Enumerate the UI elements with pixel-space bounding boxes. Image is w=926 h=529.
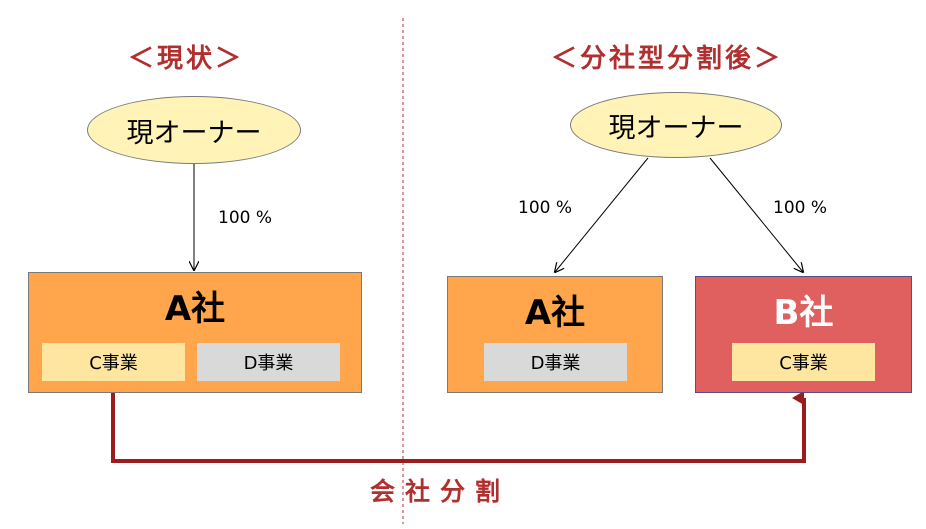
owner-ellipse-right: 現オーナー (570, 92, 782, 158)
ownership-arrow-right-b (709, 157, 803, 272)
business-d-current: D事業 (197, 343, 340, 381)
ownership-pct-left: 100 % (218, 208, 273, 228)
company-a-current-name: A社 (164, 289, 226, 329)
owner-label-right: 現オーナー (608, 112, 744, 144)
company-b-after-name: B社 (773, 293, 834, 333)
business-d-after: D事業 (484, 343, 627, 381)
split-label: 会社分割 (370, 477, 511, 506)
company-b-after: B社 C事業 (695, 276, 912, 393)
split-arrow (111, 382, 806, 463)
business-c-after: C事業 (732, 343, 875, 381)
company-a-after: A社 D事業 (447, 276, 663, 393)
owner-ellipse-left: 現オーナー (87, 96, 301, 164)
owner-label-left: 現オーナー (126, 117, 262, 149)
business-c-current: C事業 (42, 343, 185, 381)
company-a-current: A社 C事業 D事業 (28, 272, 362, 393)
ownership-pct-right-a: 100 % (518, 198, 573, 218)
heading-current: ＜現状＞ (128, 44, 245, 74)
heading-after-split: ＜分社型分割後＞ (551, 44, 784, 74)
ownership-arrow-right-a (555, 157, 649, 272)
ownership-pct-right-b: 100 % (773, 198, 828, 218)
company-a-after-name: A社 (524, 293, 586, 333)
